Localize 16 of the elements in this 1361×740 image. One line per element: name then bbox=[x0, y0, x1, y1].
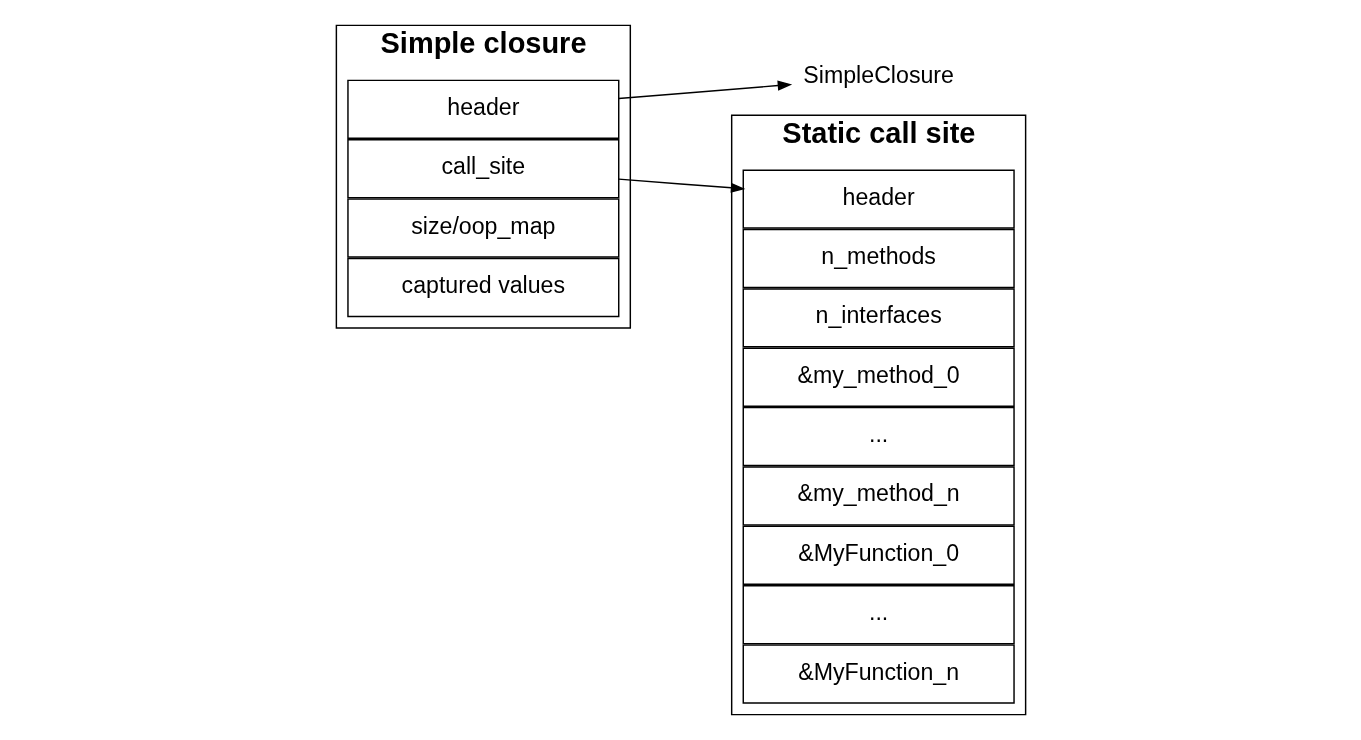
node-box: call_site bbox=[346, 139, 619, 199]
node-box: &MyFunction_n bbox=[742, 644, 1015, 704]
node-box: header bbox=[346, 79, 619, 140]
node-box: captured values bbox=[346, 257, 619, 318]
node-text: SimpleClosure bbox=[802, 62, 954, 89]
node-box: ... bbox=[742, 406, 1015, 467]
node-box: &my_method_n bbox=[742, 466, 1015, 526]
node-box: size/oop_map bbox=[346, 198, 619, 258]
node-box: &MyFunction_0 bbox=[742, 525, 1015, 586]
node-box: ... bbox=[742, 585, 1015, 645]
arrow bbox=[617, 178, 745, 193]
node-box: &my_method_0 bbox=[742, 347, 1015, 407]
arrow bbox=[617, 80, 792, 100]
node-box: n_methods bbox=[742, 228, 1015, 289]
node-box: header bbox=[742, 169, 1015, 229]
node-box: n_interfaces bbox=[742, 288, 1015, 348]
